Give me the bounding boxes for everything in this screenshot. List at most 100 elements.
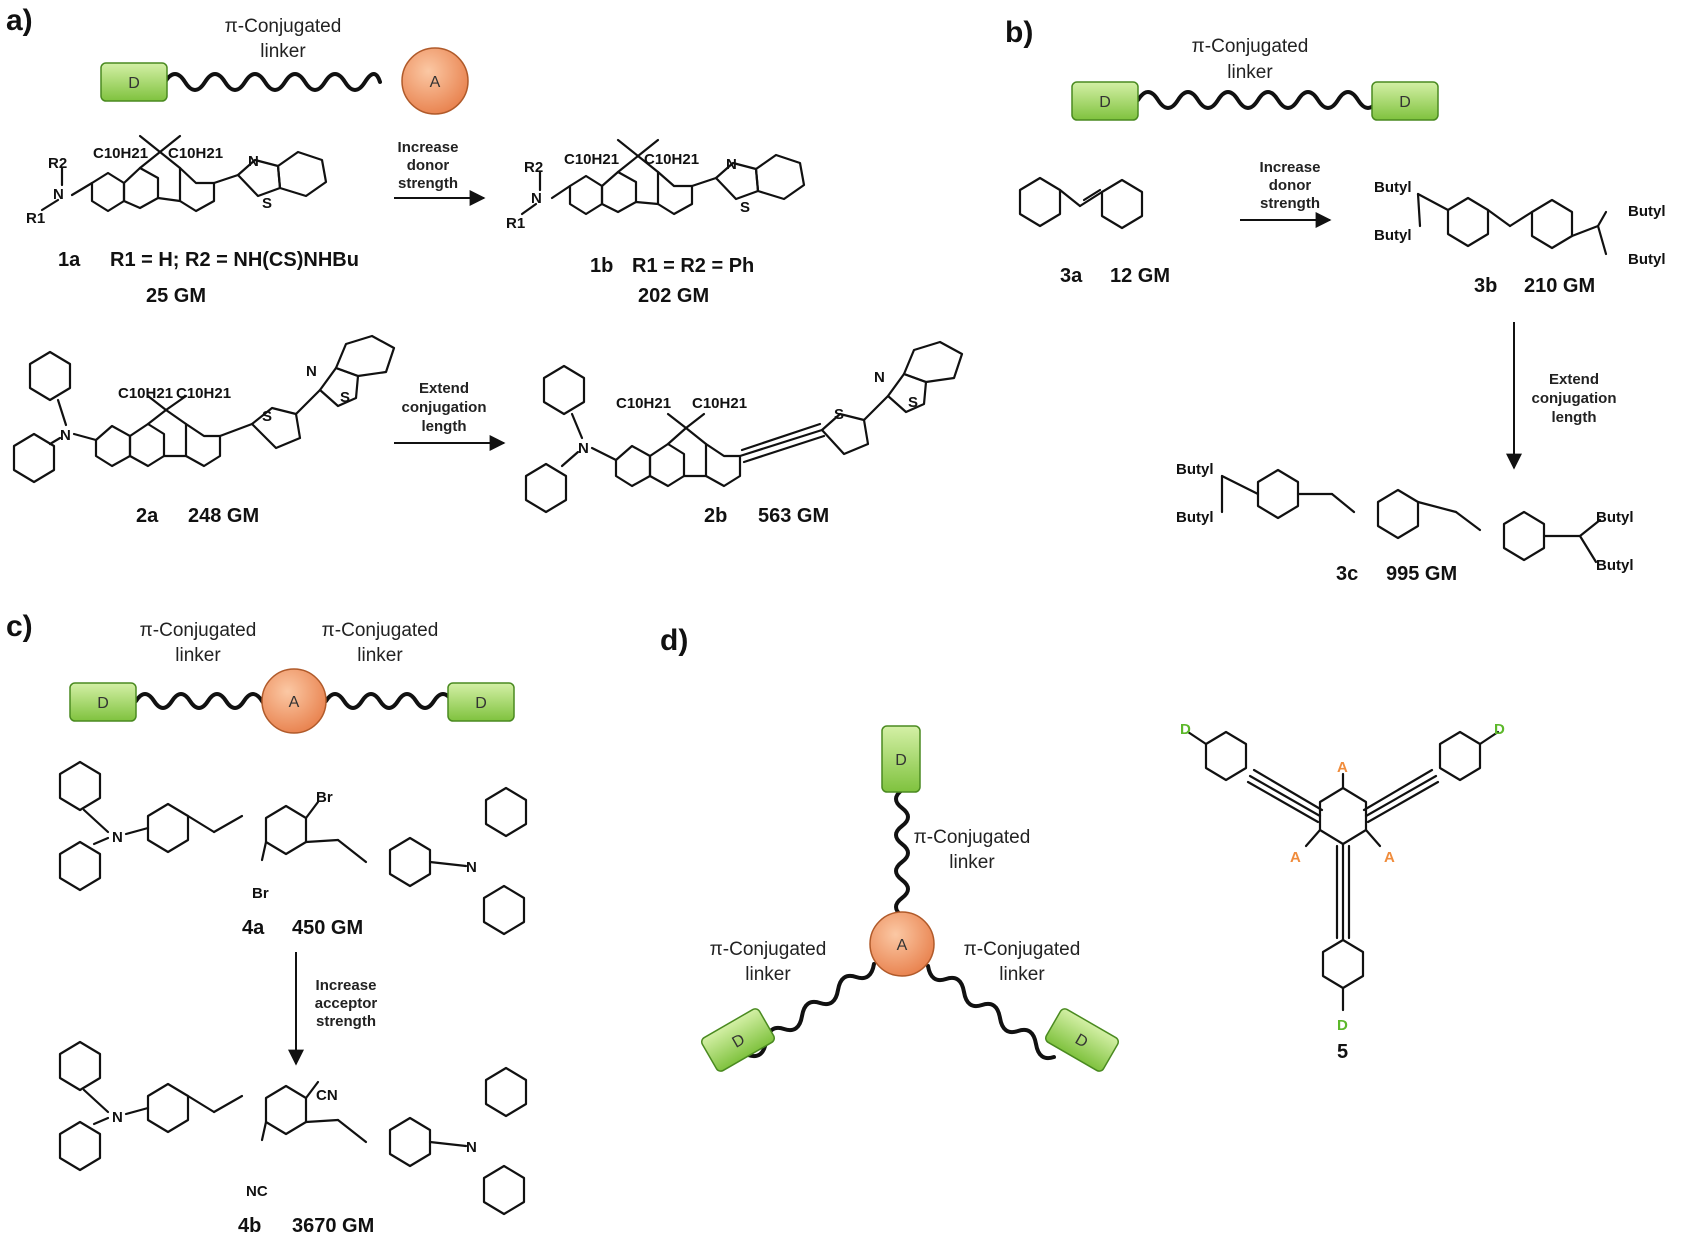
donor-label: D (475, 695, 487, 712)
substituent-butyl: Butyl (1374, 227, 1412, 244)
arrow-text: donor (1269, 177, 1312, 194)
substituent-c10: C10H21 (692, 395, 747, 412)
atom-N: N (578, 440, 589, 457)
linker-label-line2: linker (999, 964, 1045, 985)
compound-5-donor: D (1494, 721, 1505, 738)
compound-4b-value: 3670 GM (292, 1215, 374, 1237)
substituent-c10: C10H21 (644, 151, 699, 168)
scheme-d: D D D A π-Conjugated linker π-Conjugated… (701, 725, 1119, 1072)
linker-label-line1: π-Conjugated (710, 939, 827, 960)
compound-5-acceptor: A (1384, 849, 1395, 866)
molecule-3c: Butyl Butyl Butyl Butyl (1176, 461, 1634, 574)
linker-wave (324, 692, 454, 710)
molecule-1b: N R2 R1 N S C10H21 C10H21 (506, 138, 806, 232)
arrow-text: donor (407, 157, 450, 174)
atom-R2: R2 (48, 155, 67, 172)
panel-b-label: b) (1005, 16, 1033, 49)
molecule-1a: N R2 R1 N S C10H21 C10H21 (26, 134, 328, 227)
compound-4a-value: 450 GM (292, 917, 363, 939)
donor-box (447, 682, 515, 722)
donor-label: D (895, 752, 907, 769)
donor-label: D (97, 695, 109, 712)
substituent-butyl: Butyl (1596, 557, 1634, 574)
panel-d-label: d) (660, 624, 688, 657)
atom-S: S (834, 406, 844, 423)
substituent-butyl: Butyl (1628, 251, 1666, 268)
molecule-2b: N S N S C10H21 C10H21 (524, 340, 964, 514)
acceptor-label: A (430, 74, 441, 91)
panel-a-label: a) (6, 4, 33, 37)
compound-5-acceptor: A (1337, 759, 1348, 776)
arrow-text: Extend (1549, 371, 1599, 388)
molecule-3b: Butyl Butyl Butyl Butyl (1374, 179, 1666, 268)
substituent-butyl: Butyl (1628, 203, 1666, 220)
substituent-c10: C10H21 (176, 385, 231, 402)
linker-label-line1: π-Conjugated (964, 939, 1081, 960)
compound-1b-value: 202 GM (638, 285, 709, 307)
acceptor-circle (401, 47, 469, 115)
substituent-cn: CN (316, 1087, 338, 1104)
compound-2a-value: 248 GM (188, 505, 259, 527)
atom-N: N (874, 369, 885, 386)
arrow-text: Increase (316, 977, 377, 994)
acceptor-circle (869, 911, 935, 977)
linker-label-line2: linker (260, 41, 306, 62)
atom-S: S (740, 199, 750, 216)
molecule-5: D D D A A A (1180, 721, 1505, 1034)
donor-box (881, 725, 921, 793)
donor-label: D (1099, 94, 1111, 111)
substituent-c10: C10H21 (93, 145, 148, 162)
linker-label-line2: linker (745, 964, 791, 985)
scheme-b: D D π-Conjugated linker (1071, 36, 1439, 121)
atom-N: N (531, 190, 542, 207)
molecule-2a: N S N S C10H21 C10H21 (12, 334, 396, 484)
substituent-c10: C10H21 (564, 151, 619, 168)
donor-box (1371, 81, 1439, 121)
acceptor-circle (261, 668, 327, 734)
atom-N: N (112, 1109, 123, 1126)
linker-label-line1: π-Conjugated (140, 620, 257, 641)
donor-label: D (1399, 94, 1411, 111)
atom-N: N (248, 153, 259, 170)
linker-label-line1: π-Conjugated (225, 16, 342, 37)
compound-1b-id: 1b (590, 255, 613, 277)
linker-wave (894, 788, 910, 936)
arrow-text: strength (1260, 195, 1320, 212)
compound-3b-value: 210 GM (1524, 275, 1595, 297)
molecule-4b: N N CN NC (58, 1040, 528, 1216)
substituent-butyl: Butyl (1596, 509, 1634, 526)
arrow-text: acceptor (315, 995, 378, 1012)
atom-N: N (466, 859, 477, 876)
substituent-br: Br (252, 885, 269, 902)
atom-R1: R1 (26, 210, 45, 227)
compound-1a-id: 1a (58, 249, 81, 271)
substituent-br: Br (316, 789, 333, 806)
donor-box (701, 1008, 775, 1072)
atom-N: N (53, 186, 64, 203)
atom-S: S (262, 195, 272, 212)
acceptor-label: A (289, 694, 300, 711)
linker-label-line2: linker (357, 645, 403, 666)
acceptor-label: A (897, 937, 908, 954)
compound-5-donor: D (1180, 721, 1191, 738)
linker-wave (926, 964, 1056, 1061)
scheme-a: D A π-Conjugated linker (100, 16, 469, 115)
compound-4b-id: 4b (238, 1215, 261, 1237)
atom-R1: R1 (506, 215, 525, 232)
compound-1a-detail: R1 = H; R2 = NH(CS)NHBu (110, 249, 359, 271)
compound-3a-id: 3a (1060, 265, 1083, 287)
arrow-text: strength (398, 175, 458, 192)
arrow-text: strength (316, 1013, 376, 1030)
atom-N: N (726, 156, 737, 173)
substituent-c10: C10H21 (168, 145, 223, 162)
linker-label-line2: linker (949, 852, 995, 873)
compound-2b-value: 563 GM (758, 505, 829, 527)
atom-N: N (306, 363, 317, 380)
arrow-text: conjugation (402, 399, 487, 416)
donor-box (69, 682, 137, 722)
linker-label-line2: linker (175, 645, 221, 666)
donor-box (1045, 1008, 1119, 1072)
compound-1a-value: 25 GM (146, 285, 206, 307)
linker-label-line1: π-Conjugated (914, 827, 1031, 848)
